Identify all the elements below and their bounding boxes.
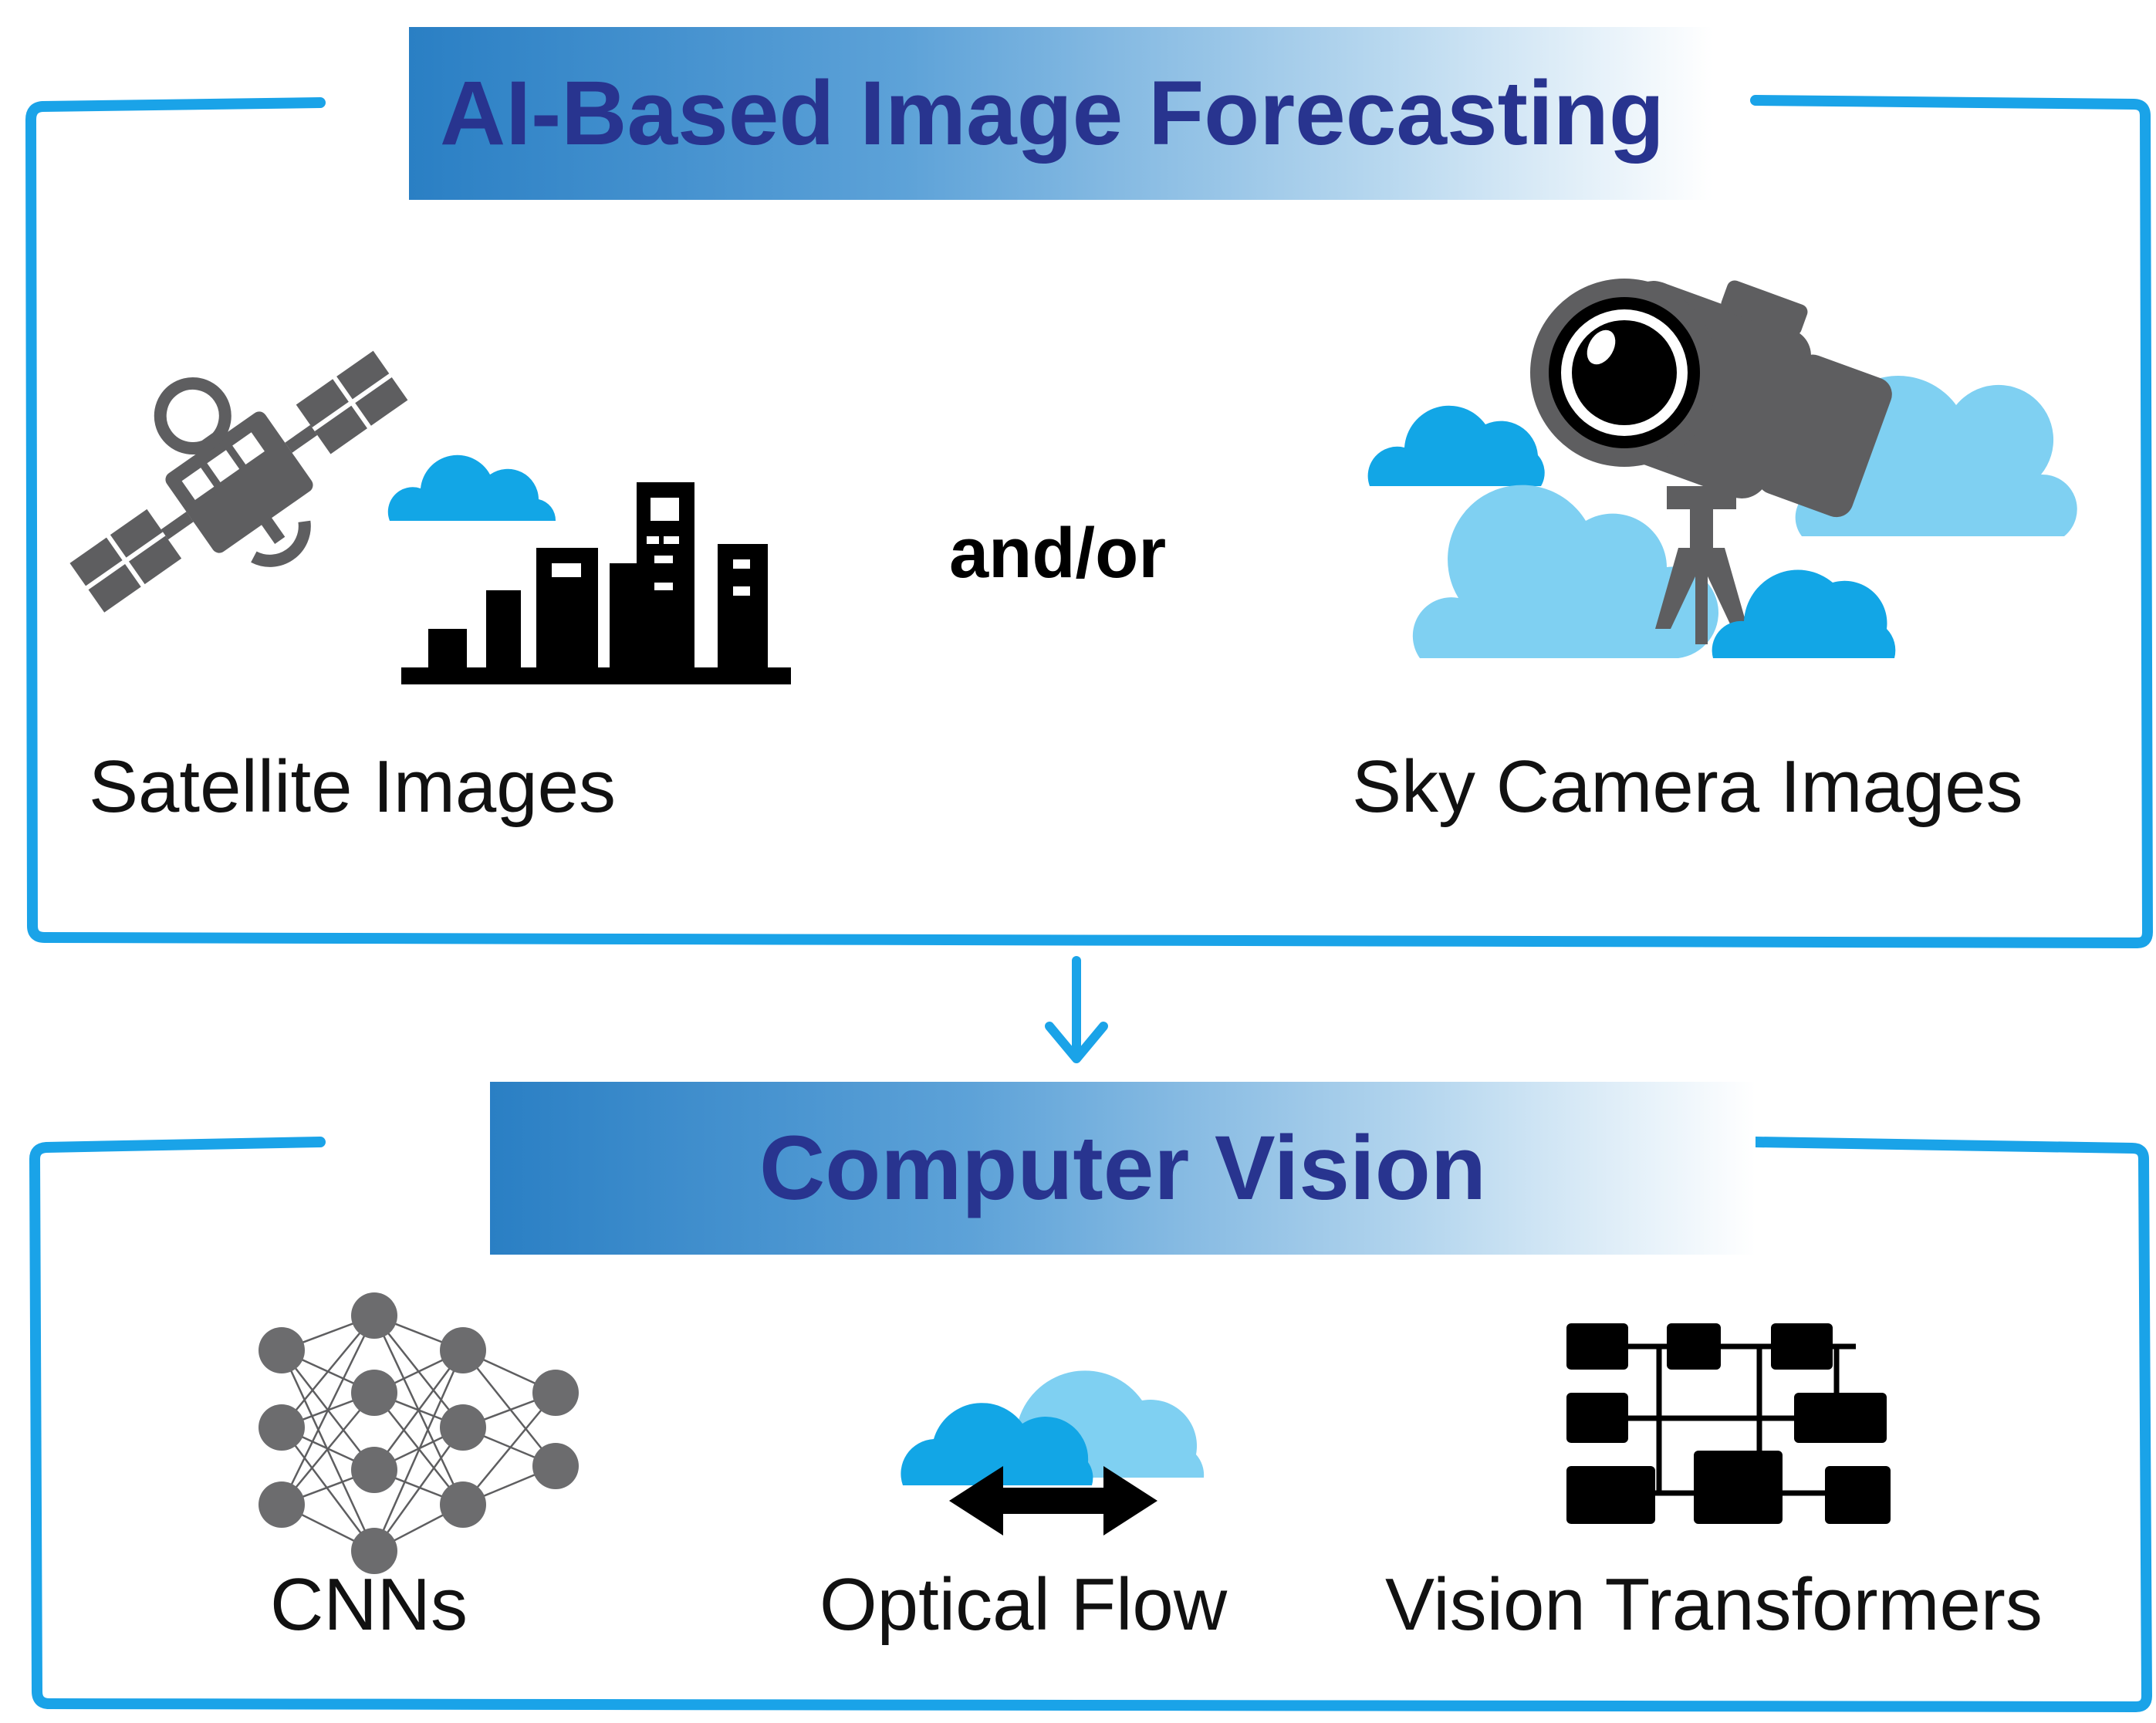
network-edge — [373, 1350, 465, 1471]
network-node — [440, 1404, 486, 1451]
network-edge — [281, 1315, 375, 1428]
network-node — [259, 1481, 305, 1528]
bidirectional-arrow — [949, 1466, 1157, 1535]
network-node — [440, 1481, 486, 1528]
top-panel-border — [25, 95, 2153, 948]
vision-transformers-label: Vision Transformers — [1385, 1563, 2043, 1646]
network-node — [259, 1327, 305, 1373]
network-edge — [280, 1350, 376, 1552]
cloud-icon — [387, 454, 556, 521]
flow-arrow — [1045, 956, 1108, 1063]
sky-camera-icon — [1367, 279, 2077, 658]
bottom-title: Computer Vision — [759, 1117, 1486, 1219]
network-edge — [280, 1315, 376, 1505]
satellite-icon — [69, 350, 408, 613]
bottom-title-banner: Computer Vision — [490, 1082, 1756, 1255]
network-edge — [373, 1350, 465, 1552]
network-edge — [281, 1392, 375, 1505]
top-title-banner: AI-Based Image Forecasting — [409, 27, 1713, 200]
transformer-blocks-icon — [1566, 1323, 1891, 1524]
network-edge — [373, 1427, 465, 1552]
network-edge — [281, 1427, 375, 1552]
network-node — [351, 1370, 397, 1416]
network-node — [351, 1292, 397, 1339]
network-node — [532, 1370, 579, 1416]
network-node — [351, 1528, 397, 1574]
network-node — [440, 1327, 486, 1373]
network-edge — [462, 1350, 556, 1467]
optical-flow-label: Optical Flow — [819, 1563, 1228, 1646]
and-or-connector: and/or — [949, 514, 1167, 593]
cnns-label: CNNs — [270, 1563, 468, 1646]
network-node — [532, 1443, 579, 1489]
bottom-panel-border — [29, 1137, 2152, 1712]
cloud-icon — [1412, 485, 1718, 658]
network-node — [259, 1404, 305, 1451]
neural-network-icon — [259, 1292, 579, 1574]
satellite-images-label: Satellite Images — [89, 745, 617, 828]
cloud-icon — [1367, 405, 1545, 486]
top-title: AI-Based Image Forecasting — [440, 63, 1664, 164]
city-skyline-icon — [401, 482, 791, 684]
sky-camera-images-label: Sky Camera Images — [1352, 745, 2023, 828]
network-edge — [462, 1392, 556, 1505]
cloud-icon — [1712, 569, 1896, 658]
cloud-motion-icon — [901, 1370, 1205, 1535]
cloud-icon — [901, 1403, 1093, 1485]
network-node — [351, 1447, 397, 1493]
